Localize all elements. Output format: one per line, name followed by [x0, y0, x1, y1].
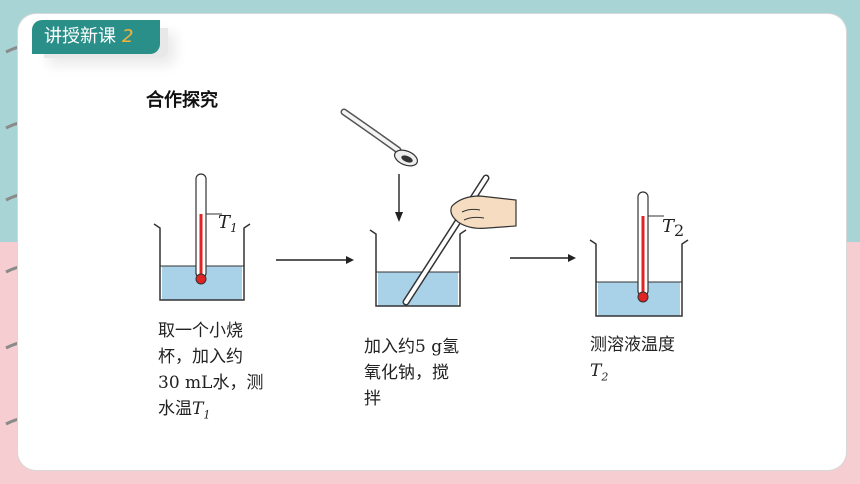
arrow-1 [276, 256, 354, 264]
arrow-down [395, 174, 403, 222]
spoon [340, 108, 419, 167]
section-badge: 讲授新课 2 [32, 20, 160, 54]
beaker-1-outline [153, 223, 251, 301]
beaker-3-outline [589, 239, 689, 317]
thermometer-2 [637, 191, 664, 303]
thermometer-1 [195, 173, 222, 285]
badge-number: 2 [122, 26, 134, 47]
step-2-caption: 加入约5 g氢 氧化钠，搅 拌 [364, 337, 460, 409]
step-3-caption: 测溶液温度 T2 [590, 335, 675, 384]
beaker-2 [369, 229, 467, 307]
arrow-2 [510, 254, 576, 262]
beaker-2-outline [369, 229, 467, 307]
temp2-label: T2 [662, 216, 684, 240]
hand [450, 195, 517, 229]
step-1-caption: 取一个小烧 杯，加入约 30 mL水，测 水温T1 [158, 321, 264, 422]
badge-label: 讲授新课 [44, 26, 116, 47]
content-card [18, 14, 846, 470]
temp1-label: T1 [218, 212, 238, 235]
section-title: 合作探究 [146, 90, 218, 111]
